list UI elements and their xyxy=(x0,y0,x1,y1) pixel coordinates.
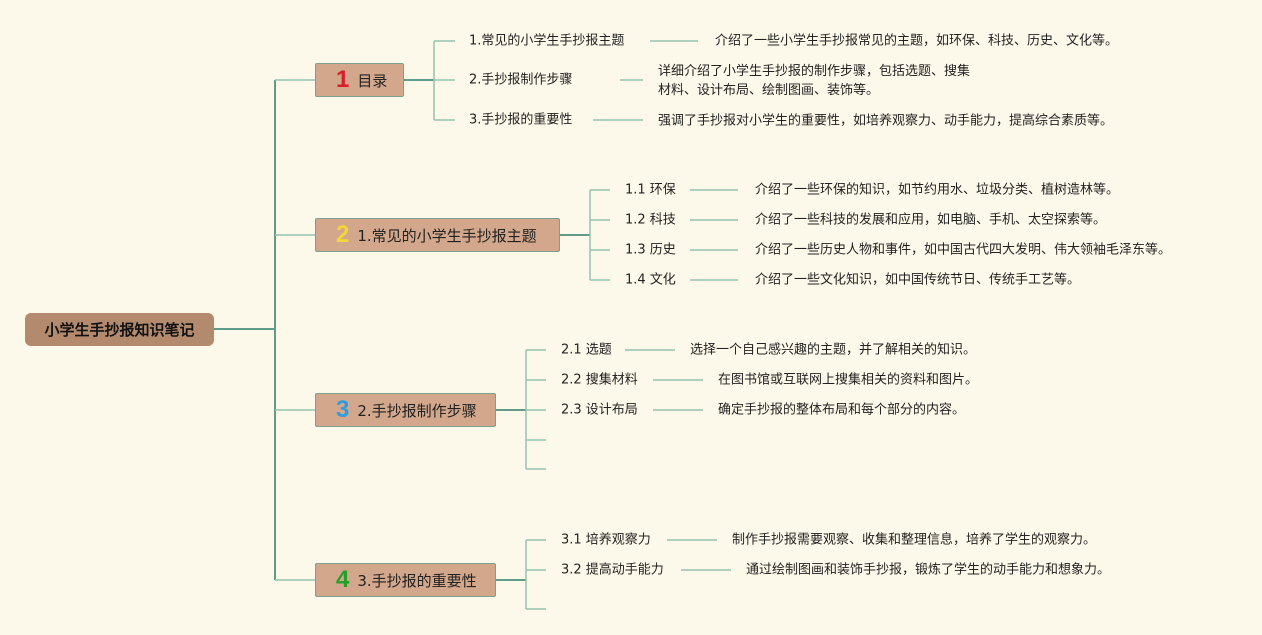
topic-desc: 介绍了一些历史人物和事件，如中国古代四大发明、伟大领袖毛泽东等。 xyxy=(755,242,1172,258)
topic-label[interactable]: 1.3 历史 xyxy=(625,242,676,258)
topic-desc: 详细介绍了小学生手抄报的制作步骤，包括选题、搜集材料、设计布局、绘制图画、装饰等… xyxy=(658,64,971,98)
topic-desc: 确定手抄报的整体布局和每个部分的内容。 xyxy=(718,402,966,418)
topic-desc: 强调了手抄报对小学生的重要性，如培养观察力、动手能力，提高综合素质等。 xyxy=(658,113,1114,129)
topic-label[interactable]: 1.1 环保 xyxy=(625,182,676,198)
topic-desc: 介绍了一些环保的知识，如节约用水、垃圾分类、植树造林等。 xyxy=(755,182,1120,198)
branch-title: 1.常见的小学生手抄报主题 xyxy=(357,226,537,245)
branch-title: 2.手抄报制作步骤 xyxy=(357,401,477,420)
topic-label[interactable]: 1.2 科技 xyxy=(625,212,676,228)
topic-desc: 通过绘制图画和装饰手抄报，锻炼了学生的动手能力和想象力。 xyxy=(746,562,1111,578)
branch-title: 目录 xyxy=(357,71,388,90)
number-badge: 4 xyxy=(336,566,350,593)
branch-node-4[interactable]: 4 3.手抄报的重要性 xyxy=(315,563,496,597)
branch-node-3[interactable]: 3 2.手抄报制作步骤 xyxy=(315,393,496,427)
topic-desc: 制作手抄报需要观察、收集和整理信息，培养了学生的观察力。 xyxy=(732,532,1097,548)
topic-label[interactable]: 2.手抄报制作步骤 xyxy=(469,72,573,88)
branch-node-2[interactable]: 2 1.常见的小学生手抄报主题 xyxy=(315,218,560,252)
topic-label[interactable]: 2.2 搜集材料 xyxy=(561,372,638,388)
branch-title: 3.手抄报的重要性 xyxy=(357,571,477,590)
topic-label[interactable]: 3.1 培养观察力 xyxy=(561,532,651,548)
topic-label[interactable]: 1.4 文化 xyxy=(625,272,676,288)
topic-label[interactable]: 2.1 选题 xyxy=(561,342,612,358)
topic-desc: 介绍了一些小学生手抄报常见的主题，如环保、科技、历史、文化等。 xyxy=(715,33,1119,49)
topic-desc: 介绍了一些文化知识，如中国传统节日、传统手工艺等。 xyxy=(755,272,1081,288)
root-node[interactable]: 小学生手抄报知识笔记 xyxy=(25,313,214,346)
topic-label[interactable]: 1.常见的小学生手抄报主题 xyxy=(469,33,625,49)
topic-desc: 在图书馆或互联网上搜集相关的资料和图片。 xyxy=(718,372,979,388)
branch-node-1[interactable]: 1 目录 xyxy=(315,63,404,97)
topic-label[interactable]: 2.3 设计布局 xyxy=(561,402,638,418)
topic-desc: 选择一个自己感兴趣的主题，并了解相关的知识。 xyxy=(690,342,977,358)
topic-label[interactable]: 3.2 提高动手能力 xyxy=(561,562,664,578)
number-badge: 2 xyxy=(336,221,350,248)
number-badge: 1 xyxy=(336,66,350,93)
topic-label[interactable]: 3.手抄报的重要性 xyxy=(469,112,573,128)
number-badge: 3 xyxy=(336,396,350,423)
topic-desc: 介绍了一些科技的发展和应用，如电脑、手机、太空探索等。 xyxy=(755,212,1107,228)
